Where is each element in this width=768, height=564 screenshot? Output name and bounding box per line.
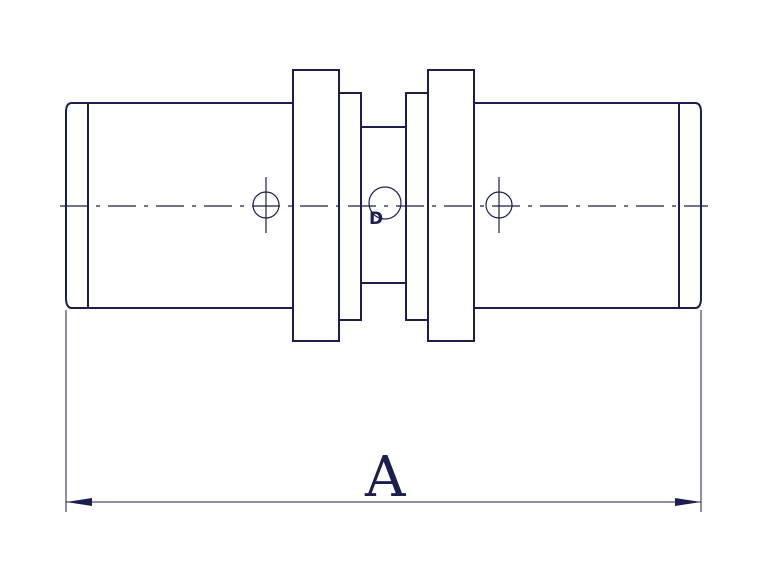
dimension-arrow-right xyxy=(675,498,701,506)
dimension-label: A xyxy=(364,445,406,510)
center-mark-symbol: D xyxy=(368,186,402,229)
right-inspection-hole xyxy=(485,177,513,233)
center-mark-glyph: D xyxy=(369,209,383,229)
dimension-arrow-left xyxy=(66,498,92,506)
left-end-cap xyxy=(65,102,89,309)
right-end-cap xyxy=(678,102,702,309)
left-inspection-hole xyxy=(252,177,280,233)
